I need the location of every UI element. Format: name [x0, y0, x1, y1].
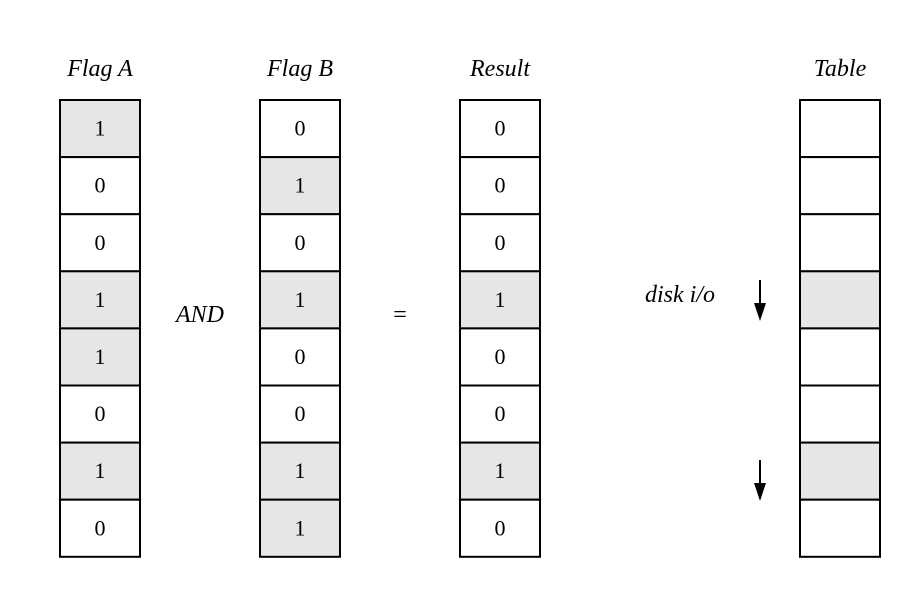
flag-a-cell [59, 498, 141, 558]
table-title: Table [814, 56, 867, 82]
flag-a-cell-value: 0 [95, 401, 106, 426]
flag-a-title: Flag A [66, 56, 133, 82]
result-cell-value: 0 [495, 173, 506, 198]
flag-a-cell-value: 1 [95, 116, 106, 141]
flag-a-cell [59, 270, 141, 330]
result-cell-value: 0 [495, 401, 506, 426]
flag-a-cell-value: 0 [95, 515, 106, 540]
flag-b-cell [259, 156, 341, 216]
flag-a-cell [59, 156, 141, 216]
result-cell-value: 1 [495, 287, 506, 312]
table-cell [799, 384, 881, 444]
flag-b-title: Flag B [266, 56, 333, 82]
result-cell [459, 327, 541, 387]
flag-a-cell-value: 1 [95, 344, 106, 369]
down-arrow-icon [754, 460, 766, 501]
flag-b-cell-value: 1 [295, 515, 306, 540]
flag-b-cell-value: 0 [295, 344, 306, 369]
equals-operator: = [393, 302, 407, 328]
result-cell [459, 498, 541, 558]
flag-b-cell-value: 0 [295, 401, 306, 426]
table-column [799, 99, 881, 558]
down-arrow-icon [754, 280, 766, 321]
flag-b-cell-value: 0 [295, 230, 306, 255]
flag-a-cell [59, 384, 141, 444]
flag-b-cell [259, 270, 341, 330]
result-column: 0 0 0 1 0 0 1 0 [459, 99, 541, 558]
table-cell [799, 327, 881, 387]
flag-b-cell-value: 1 [295, 173, 306, 198]
flag-a-cell [59, 99, 141, 159]
flag-b-cell-value: 0 [295, 116, 306, 141]
flag-a-cell-value: 0 [95, 230, 106, 255]
flag-b-cell [259, 498, 341, 558]
flag-a-cell-value: 1 [95, 458, 106, 483]
result-cell-value: 0 [495, 344, 506, 369]
result-cell-value: 0 [495, 515, 506, 540]
result-title: Result [469, 56, 531, 82]
result-cell [459, 384, 541, 444]
table-cell [799, 270, 881, 330]
flag-b-column: 0 1 0 1 0 0 1 1 [259, 99, 341, 558]
result-cell [459, 270, 541, 330]
disk-io-label: disk i/o [645, 282, 715, 308]
table-cell [799, 99, 881, 159]
flag-b-cell [259, 384, 341, 444]
table-cell [799, 441, 881, 501]
flag-a-column: 1 0 0 1 1 0 1 0 [59, 99, 141, 558]
flag-a-cell-value: 0 [95, 173, 106, 198]
result-cell [459, 441, 541, 501]
table-cell [799, 156, 881, 216]
result-cell [459, 156, 541, 216]
result-cell [459, 213, 541, 273]
flag-b-cell [259, 213, 341, 273]
result-cell-value: 1 [495, 458, 506, 483]
and-operator: AND [174, 302, 224, 328]
result-cell [459, 99, 541, 159]
flag-b-cell-value: 1 [295, 458, 306, 483]
table-cell [799, 213, 881, 273]
flag-b-cell-value: 1 [295, 287, 306, 312]
result-cell-value: 0 [495, 230, 506, 255]
table-cell [799, 498, 881, 558]
result-cell-value: 0 [495, 116, 506, 141]
flag-a-cell-value: 1 [95, 287, 106, 312]
